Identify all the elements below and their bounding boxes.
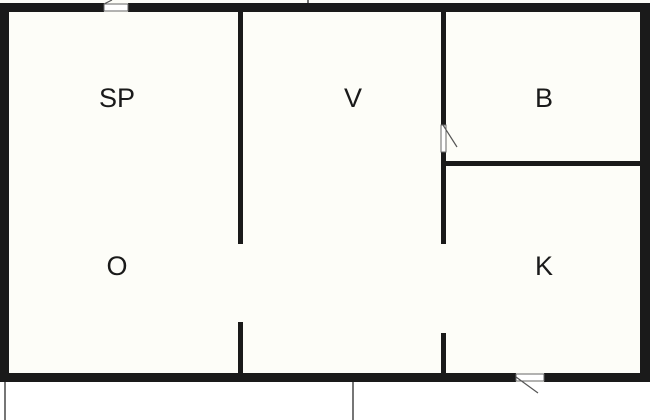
door-swing-top — [103, 0, 113, 5]
room-label-k: K — [535, 251, 553, 281]
wall-sp-v-lower — [238, 322, 243, 373]
door-swing-b — [442, 124, 458, 148]
wall-sp-v-upper — [238, 12, 243, 244]
room-label-v: V — [344, 83, 362, 113]
wall-v-k-lower — [441, 333, 446, 373]
wall-right — [640, 3, 650, 382]
door-leaf-top — [103, 3, 129, 12]
wall-b-k — [446, 161, 640, 166]
wall-top — [0, 3, 650, 12]
room-label-o: O — [106, 251, 127, 281]
wall-left — [0, 3, 9, 382]
room-label-b: B — [535, 83, 553, 113]
floor-area — [0, 0, 650, 380]
wall-bottom — [0, 373, 650, 382]
room-label-sp: SP — [99, 83, 135, 113]
wall-v-b-middle — [441, 152, 446, 244]
door-swing-bottom — [515, 376, 539, 394]
wall-v-b-upper — [441, 12, 446, 125]
